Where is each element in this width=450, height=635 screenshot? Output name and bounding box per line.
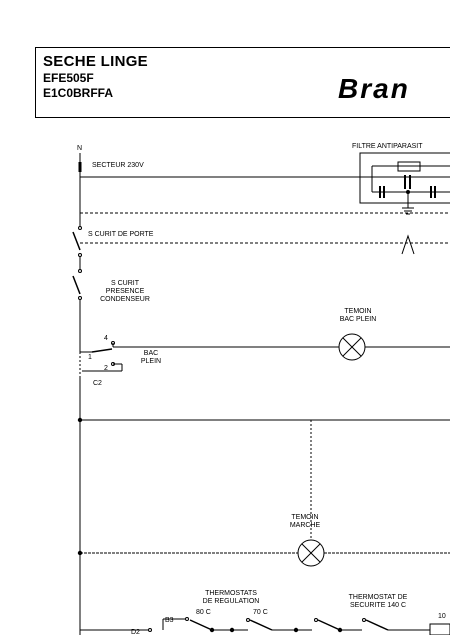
- filter-box: [359, 152, 450, 204]
- junction-dot: [77, 550, 83, 556]
- junction-dot: [209, 627, 215, 633]
- variant-code: E1C0BRFFA: [43, 86, 114, 100]
- edge-label: 10: [438, 613, 446, 620]
- junction-dot: [337, 627, 343, 633]
- b3-label: B3: [165, 617, 174, 624]
- thermostat-terminal: [148, 628, 152, 632]
- condenser-switch-terminal: [78, 269, 82, 273]
- temp-80-label: 80 C: [196, 609, 211, 616]
- condenser-switch-contact: [72, 275, 81, 295]
- thermostat-terminal: [246, 618, 250, 622]
- brand-logo: Bran: [338, 73, 410, 104]
- door-switch-terminal: [78, 253, 82, 257]
- junction-dot: [229, 627, 235, 633]
- thermostats-regulation-label: DE REGULATION: [203, 598, 260, 605]
- door-switch-terminal: [78, 226, 82, 230]
- door-switch-contact: [72, 231, 81, 251]
- neutral-label: N: [77, 145, 82, 152]
- condenser-switch-label: CONDENSEUR: [100, 296, 150, 303]
- thermostat-70-contact: [249, 619, 273, 631]
- thermostat-80-contact: [189, 619, 213, 631]
- title-block: SECHE LINGE EFE505F E1C0BRFFA Bran: [35, 47, 450, 118]
- junction-dot: [77, 417, 83, 423]
- junction-dot: [406, 190, 410, 194]
- condenser-switch-label: S CURIT: [111, 280, 140, 287]
- heater-element: [429, 623, 450, 635]
- title: SECHE LINGE: [43, 53, 148, 70]
- filter-resistor: [397, 161, 421, 172]
- lamp-marche-cross: [301, 543, 321, 563]
- bac-switch-contact: [91, 348, 113, 353]
- condenser-switch-label: PRESENCE: [106, 288, 145, 295]
- d2-label: D2: [131, 629, 140, 635]
- thermostat-securite-label: THERMOSTAT DE: [349, 594, 408, 601]
- bac-plein-label: BAC: [144, 350, 158, 357]
- lamp-marche-label: TEMOIN: [291, 514, 318, 521]
- dashed-line-marker: [401, 234, 415, 255]
- thermostat-terminal: [314, 618, 318, 622]
- thermostats-regulation-label: THERMOSTATS: [205, 590, 257, 597]
- bac-plein-label: PLEIN: [141, 358, 161, 365]
- model-code: EFE505F: [43, 71, 94, 85]
- mains-label: SECTEUR 230V: [92, 162, 144, 169]
- pin-label: 1: [88, 354, 92, 361]
- lamp-marche-label: MARCHE: [290, 522, 321, 529]
- lamp-bac-plein-label: TEMOIN: [344, 308, 371, 315]
- thermostat-terminal: [185, 617, 189, 621]
- c2-label: C2: [93, 380, 102, 387]
- junction-dot: [293, 627, 299, 633]
- safety-thermostat-contact: [365, 619, 389, 631]
- safety-thermostat-contact: [317, 619, 341, 631]
- temp-70-label: 70 C: [253, 609, 268, 616]
- lamp-bac-plein-cross: [342, 337, 362, 357]
- lamp-bac-plein-label: BAC PLEIN: [340, 316, 377, 323]
- thermostat-securite-label: SECURITE 140 C: [350, 602, 406, 609]
- condenser-switch-terminal: [78, 296, 82, 300]
- thermostat-terminal: [362, 618, 366, 622]
- pin-label: 2: [104, 365, 108, 372]
- door-switch-label: S CURIT DE PORTE: [88, 231, 154, 238]
- filter-label: FILTRE ANTIPARASIT: [352, 143, 423, 150]
- pin-label: 4: [104, 335, 108, 342]
